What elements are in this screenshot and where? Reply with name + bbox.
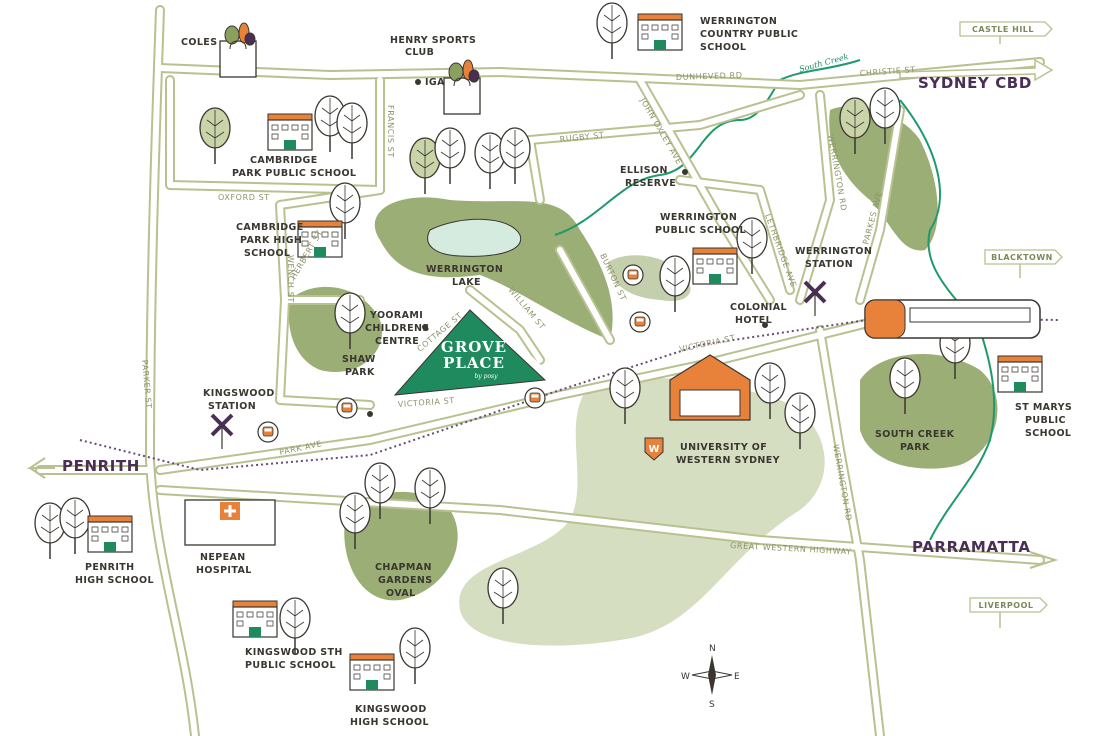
bus-stop-icon[interactable] <box>336 397 358 419</box>
castle-hill-label: CASTLE HILL <box>972 25 1034 34</box>
blacktown-label: BLACKTOWN <box>991 253 1053 262</box>
kingswood-station-icon[interactable] <box>210 413 234 451</box>
svg-text:CENTRE: CENTRE <box>375 336 419 347</box>
svg-text:PUBLIC SCHOOL: PUBLIC SCHOOL <box>655 225 746 236</box>
grove-place-title-1: GROVE <box>441 338 507 356</box>
svg-text:SCHOOL: SCHOOL <box>1025 428 1071 439</box>
cambridge-park-school-label: CAMBRIDGE <box>250 155 318 166</box>
colonial-hotel-label: COLONIAL <box>730 302 787 313</box>
compass-rose: N S E W <box>681 644 740 710</box>
svg-text:LAKE: LAKE <box>452 277 481 288</box>
svg-text:STATION: STATION <box>805 259 853 270</box>
chapman-gardens-label: CHAPMAN <box>375 562 432 573</box>
road-label: LETHBRIDGE AVE <box>763 213 798 289</box>
werrington-station-label: WERRINGTON <box>795 246 872 257</box>
road-label: WENCH ST <box>286 255 295 303</box>
uws-logo-letter: W <box>648 444 659 455</box>
bus-stop-icon[interactable] <box>629 311 651 333</box>
svg-text:OVAL: OVAL <box>386 588 416 599</box>
sydney-cbd-arrow[interactable]: SYDNEY CBD <box>899 58 1054 92</box>
svg-text:GARDENS: GARDENS <box>378 575 432 586</box>
ellison-reserve-label: ELLISON <box>620 165 668 176</box>
werrington-public-school-label: WERRINGTON <box>660 212 737 223</box>
svg-text:SCHOOL: SCHOOL <box>244 248 290 259</box>
svg-text:SCHOOL: SCHOOL <box>700 42 746 53</box>
svg-text:W: W <box>681 672 690 682</box>
parramatta-arrow[interactable]: PARRAMATTA <box>912 538 1059 569</box>
railway-line <box>79 316 1061 472</box>
svg-text:HIGH SCHOOL: HIGH SCHOOL <box>75 575 154 586</box>
svg-text:PUBLIC: PUBLIC <box>1025 415 1066 426</box>
grove-place-byline: by posy <box>474 373 498 380</box>
parramatta-label: PARRAMATTA <box>912 538 1031 556</box>
blacktown-sign[interactable]: BLACKTOWN <box>984 249 1063 278</box>
kingswood-station-label: KINGSWOOD <box>203 388 275 399</box>
svg-text:CHILDRENS: CHILDRENS <box>365 323 430 334</box>
place-labels: COLES HENRY SPORTS CLUB IGA WERRINGTON C… <box>75 16 1072 728</box>
st-marys-school-label: ST MARYS <box>1015 402 1072 413</box>
henry-sports-label: HENRY SPORTS <box>390 35 476 46</box>
south-creek-park-label: SOUTH CREEK <box>875 429 955 440</box>
bus-stop-icon[interactable] <box>524 387 546 409</box>
park-areas <box>288 106 998 646</box>
svg-text:PUBLIC SCHOOL: PUBLIC SCHOOL <box>245 660 336 671</box>
castle-hill-sign[interactable]: CASTLE HILL <box>959 21 1053 44</box>
svg-text:WESTERN SYDNEY: WESTERN SYDNEY <box>676 455 780 466</box>
road-label: DUNHEVED RD <box>676 71 743 82</box>
svg-text:PARK: PARK <box>345 367 375 378</box>
iga-label: IGA <box>425 77 445 88</box>
nepean-hospital-label: NEPEAN <box>200 552 246 563</box>
werrington-station-icon[interactable] <box>803 280 827 318</box>
penrith-label: PENRITH <box>62 457 140 475</box>
svg-text:PARK PUBLIC SCHOOL: PARK PUBLIC SCHOOL <box>232 168 356 179</box>
road-label: VICTORIA ST <box>679 333 737 354</box>
bus-stop-icon[interactable] <box>622 264 644 286</box>
svg-text:STATION: STATION <box>208 401 256 412</box>
svg-text:CLUB: CLUB <box>405 47 434 58</box>
road-label: FRANCIS ST <box>386 105 395 158</box>
kingswood-sth-school-label: KINGSWOOD STH <box>245 647 343 658</box>
grove-place-title-2: PLACE <box>443 354 505 372</box>
svg-text:RESERVE: RESERVE <box>625 178 676 189</box>
road-label: PARKER ST <box>140 359 153 409</box>
svg-text:HOTEL: HOTEL <box>735 315 772 326</box>
svg-text:S: S <box>709 700 715 710</box>
svg-text:N: N <box>709 644 716 654</box>
road-label: CHRISTIE ST <box>860 65 917 78</box>
penrith-arrow[interactable]: PENRITH <box>26 457 140 479</box>
grove-place-site[interactable]: GROVE PLACE by posy <box>384 296 556 399</box>
road-label: OXFORD ST <box>218 193 270 202</box>
university-building[interactable]: W <box>644 354 751 461</box>
werrington-country-school-label: WERRINGTON <box>700 16 777 27</box>
shaw-park-label: SHAW <box>342 354 376 365</box>
svg-text:HIGH SCHOOL: HIGH SCHOOL <box>350 717 429 728</box>
hospital-building <box>184 499 276 546</box>
kingswood-high-school-label: KINGSWOOD <box>355 704 427 715</box>
svg-text:E: E <box>734 672 740 682</box>
svg-text:South Creek: South Creek <box>798 52 849 74</box>
coles-label: COLES <box>181 37 217 48</box>
uws-label: UNIVERSITY OF <box>680 442 767 453</box>
coles-bag-icon <box>219 22 257 78</box>
liverpool-label: LIVERPOOL <box>979 601 1034 610</box>
svg-text:HOSPITAL: HOSPITAL <box>196 565 252 576</box>
werrington-lake-label: WERRINGTON <box>426 264 503 275</box>
train <box>864 299 1041 339</box>
svg-text:PARK HIGH: PARK HIGH <box>240 235 302 246</box>
svg-text:PARK: PARK <box>900 442 930 453</box>
road-label: VICTORIA ST <box>398 396 456 409</box>
cambridge-park-high-label: CAMBRIDGE <box>236 222 304 233</box>
yoorami-centre-label: YOORAMI <box>369 310 423 321</box>
sydney-cbd-label: SYDNEY CBD <box>918 74 1032 92</box>
location-dots <box>367 79 768 417</box>
penrith-high-school-label: PENRITH <box>85 562 134 573</box>
liverpool-sign[interactable]: LIVERPOOL <box>969 597 1048 628</box>
bus-stop-icon[interactable] <box>257 421 279 443</box>
svg-text:COUNTRY PUBLIC: COUNTRY PUBLIC <box>700 29 798 40</box>
